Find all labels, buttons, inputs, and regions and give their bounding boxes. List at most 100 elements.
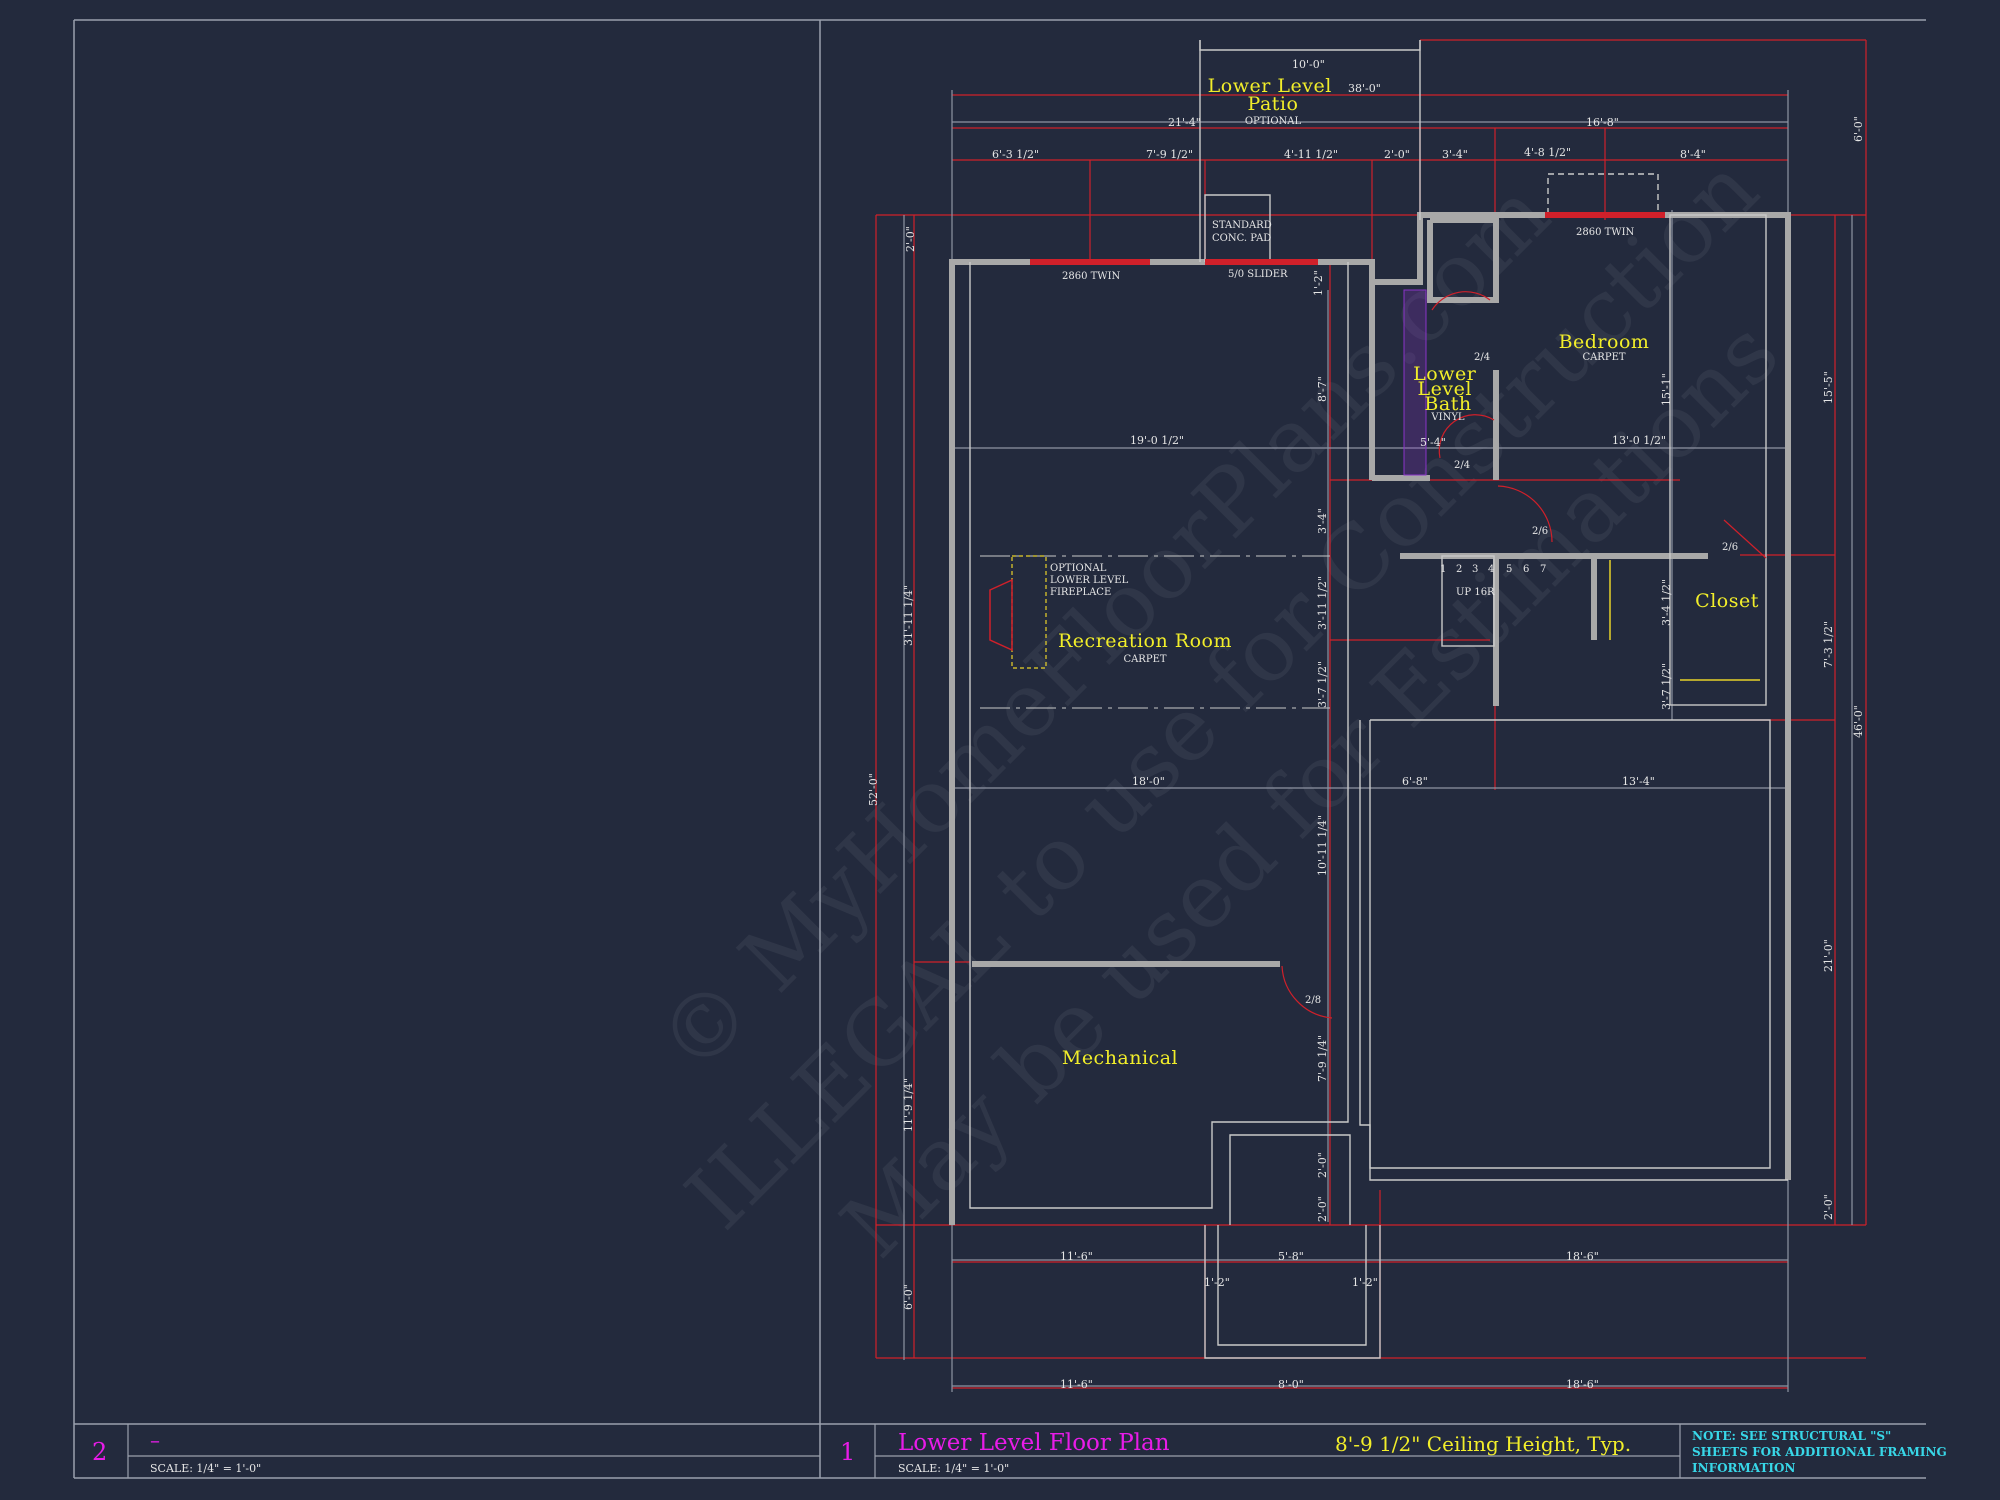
conc-pad-line-1: STANDARD xyxy=(1212,220,1272,231)
dim-center-8-7: 8'-7" xyxy=(1316,376,1329,402)
dim-top-6-3: 6'-3 1/2" xyxy=(992,148,1039,161)
room-patio: Lower Level Patio xyxy=(1208,75,1339,115)
dim-bottom-11-6b: 11'-6" xyxy=(1060,1378,1093,1391)
ceiling-height: 8'-9 1/2" Ceiling Height, Typ. xyxy=(1335,1432,1631,1456)
patio-note: OPTIONAL xyxy=(1245,116,1302,127)
fireplace-line-3: FIREPLACE xyxy=(1050,587,1111,598)
bath-line-3: Bath xyxy=(1424,393,1471,415)
left-view-number: 2 xyxy=(92,1438,107,1466)
twin-window-right: 2860 TWIN xyxy=(1576,227,1635,238)
dim-top-10: 10'-0" xyxy=(1292,58,1325,71)
dim-top-8-4: 8'-4" xyxy=(1680,148,1706,161)
dim-bottom-18-6b: 18'-6" xyxy=(1566,1378,1599,1391)
room-closet: Closet xyxy=(1695,590,1759,612)
left-view-scale: SCALE: 1/4" = 1'-0" xyxy=(150,1462,261,1475)
framing-note: NOTE: SEE STRUCTURAL "S" SHEETS FOR ADDI… xyxy=(1692,1429,1951,1475)
patio-line-1: Lower Level xyxy=(1208,75,1332,97)
recreation-floor: CARPET xyxy=(1123,654,1166,665)
dim-top-21-4: 21'-4" xyxy=(1168,116,1201,129)
bath-line-1: Lower xyxy=(1413,363,1477,385)
door-2-6-a: 2/6 xyxy=(1532,526,1548,537)
dim-center-2-0b: 2'-0" xyxy=(1316,1196,1329,1222)
stair-number-2: 2 xyxy=(1456,564,1462,575)
dim-13-0: 13'-0 1/2" xyxy=(1612,434,1666,447)
dim-5-4: 5'-4" xyxy=(1420,436,1446,449)
dim-top-7-9: 7'-9 1/2" xyxy=(1146,148,1193,161)
bedroom-floor: CARPET xyxy=(1582,352,1625,363)
dim-right-46-0: 46'-0" xyxy=(1852,705,1865,738)
stairs-label: UP 16R xyxy=(1456,587,1495,598)
annotations: STANDARD CONC. PAD 5/0 SLIDER 2860 TWIN … xyxy=(1050,220,1738,1006)
left-view-title: – xyxy=(150,1428,160,1452)
room-bedroom: Bedroom xyxy=(1559,331,1650,353)
dim-left-6-0: 6'-0" xyxy=(902,1284,915,1310)
dim-top-16-8: 16'-8" xyxy=(1586,116,1619,129)
dim-top-38: 38'-0" xyxy=(1348,82,1381,95)
watermark-line-2: ILLEGAL to use for Construction xyxy=(666,137,1777,1248)
right-dimensions: 6'-0" 15'-5" 7'-3 1/2" 46'-0" 21'-0" 2'-… xyxy=(1660,116,1865,1220)
bottom-dimensions: 11'-6" 5'-8" 18'-6" 1'-2" 1'-2" 11'-6" 8… xyxy=(1060,1250,1599,1391)
conc-pad-line-2: CONC. PAD xyxy=(1212,233,1271,244)
room-labels: Lower Level Patio OPTIONAL Bedroom CARPE… xyxy=(1058,75,1759,1069)
dim-right-15-1: 15'-1" xyxy=(1660,373,1673,406)
right-view-title: Lower Level Floor Plan xyxy=(898,1430,1170,1456)
right-view-number: 1 xyxy=(840,1438,855,1466)
right-view-scale: SCALE: 1/4" = 1'-0" xyxy=(898,1462,1009,1475)
framing-note-line-3: INFORMATION xyxy=(1692,1461,1795,1475)
dim-right-3-4: 3'-4 1/2" xyxy=(1660,579,1673,626)
dim-top-4-8: 4'-8 1/2" xyxy=(1524,146,1571,159)
title-block: 2 – SCALE: 1/4" = 1'-0" 1 Lower Level Fl… xyxy=(92,1424,1951,1478)
top-dimensions: 10'-0" 38'-0" 21'-4" 16'-8" 6'-3 1/2" 7'… xyxy=(992,58,1706,161)
twin-window-left: 2860 TWIN xyxy=(1062,271,1121,282)
dim-13-4: 13'-4" xyxy=(1622,775,1655,788)
patio-line-2: Patio xyxy=(1248,93,1299,115)
dim-left-31-11: 31'-11 1/4" xyxy=(902,585,915,646)
openings xyxy=(1030,212,1767,1019)
room-mechanical: Mechanical xyxy=(1062,1047,1178,1069)
dim-bottom-1-2a: 1'-2" xyxy=(1204,1276,1230,1289)
interior-dimensions: 19'-0 1/2" 13'-0 1/2" 5'-4" 18'-0" 6'-8"… xyxy=(1130,434,1666,788)
dim-top-3-4: 3'-4" xyxy=(1442,148,1468,161)
fireplace-line-2: LOWER LEVEL xyxy=(1050,575,1129,586)
dim-6-8: 6'-8" xyxy=(1402,775,1428,788)
dim-left-11-9: 11'-9 1/4" xyxy=(902,1078,915,1132)
center-dimensions: 1'-2" 8'-7" 3'-4" 3'-11 1/2" 3'-7 1/2" 1… xyxy=(1312,270,1329,1222)
dim-18-0: 18'-0" xyxy=(1132,775,1165,788)
dim-center-3-7: 3'-7 1/2" xyxy=(1316,661,1329,708)
dim-top-4-11: 4'-11 1/2" xyxy=(1284,148,1338,161)
left-dimensions: 2'-0" 31'-11 1/4" 52'-0" 11'-9 1/4" 6'-0… xyxy=(867,226,917,1310)
dim-center-10-11: 10'-11 1/4" xyxy=(1316,815,1329,876)
stair-number-3: 3 xyxy=(1472,564,1478,575)
room-bath: Lower Level Bath xyxy=(1413,363,1483,415)
room-recreation: Recreation Room xyxy=(1058,630,1232,652)
fireplace-line-1: OPTIONAL xyxy=(1050,563,1107,574)
dim-top-2-0: 2'-0" xyxy=(1384,148,1410,161)
dim-right-21-0: 21'-0" xyxy=(1822,939,1835,972)
door-2-4-a: 2/4 xyxy=(1474,352,1490,363)
dim-center-3-11: 3'-11 1/2" xyxy=(1316,576,1329,630)
dim-bottom-18-6a: 18'-6" xyxy=(1566,1250,1599,1263)
dim-left-52-0: 52'-0" xyxy=(867,773,880,806)
stair-number-4: 4 xyxy=(1488,564,1494,575)
framing-note-line-2: SHEETS FOR ADDITIONAL FRAMING xyxy=(1692,1445,1947,1459)
door-2-8: 2/8 xyxy=(1305,995,1321,1006)
sheet-frame xyxy=(73,19,1926,1479)
dim-right-2-0: 2'-0" xyxy=(1822,1194,1835,1220)
dim-center-1-2: 1'-2" xyxy=(1312,270,1325,296)
stair-number-1: 1 xyxy=(1440,564,1446,575)
dim-left-2-0: 2'-0" xyxy=(904,226,917,252)
stair-number-5: 5 xyxy=(1506,564,1512,575)
dim-bottom-1-2b: 1'-2" xyxy=(1352,1276,1378,1289)
conc-pad-label: STANDARD CONC. PAD xyxy=(1212,220,1275,244)
dim-right-3-7: 3'-7 1/2" xyxy=(1660,663,1673,710)
dim-bottom-8-0: 8'-0" xyxy=(1278,1378,1304,1391)
dim-right-15-5: 15'-5" xyxy=(1822,371,1835,404)
door-2-6-b: 2/6 xyxy=(1722,542,1738,553)
dim-right-6-0: 6'-0" xyxy=(1852,116,1865,142)
door-2-4-b: 2/4 xyxy=(1454,460,1470,471)
slider-label: 5/0 SLIDER xyxy=(1228,269,1288,280)
dim-19-0: 19'-0 1/2" xyxy=(1130,434,1184,447)
dim-bottom-5-8: 5'-8" xyxy=(1278,1250,1304,1263)
dim-center-7-9: 7'-9 1/4" xyxy=(1316,1035,1329,1082)
